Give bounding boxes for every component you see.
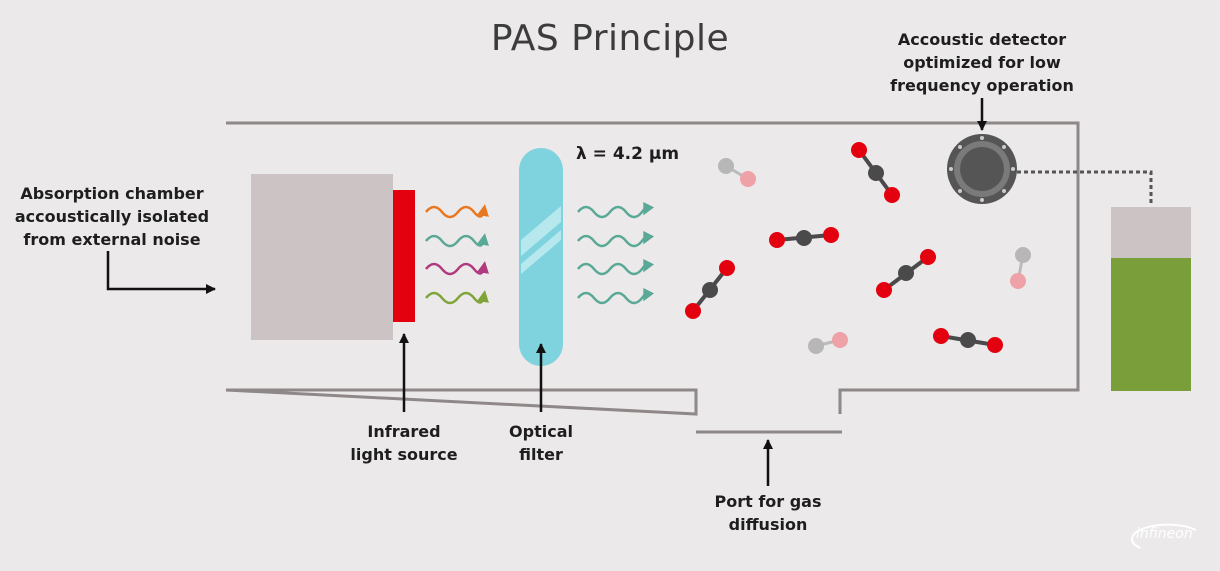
- diagram-title: PAS Principle: [490, 18, 730, 59]
- wave-teal: [425, 233, 489, 248]
- reservoir-level: [1111, 258, 1191, 391]
- acoustic-detector: [947, 134, 1017, 204]
- acoustic-detector-label: Accoustic detector optimized for low fre…: [890, 30, 1074, 95]
- filtered-wave-2: [577, 230, 655, 248]
- wave-orange: [425, 204, 489, 219]
- co2-molecule: [876, 249, 936, 298]
- wave-magenta: [425, 261, 489, 276]
- co2-molecule: [851, 142, 900, 203]
- infineon-logo: infineon: [1136, 526, 1193, 542]
- filtered-wave-3: [577, 258, 655, 276]
- co2-molecule: [769, 227, 839, 248]
- filtered-wave-1: [577, 201, 655, 219]
- infrared-source-label: Infrared light source: [350, 422, 458, 464]
- source-housing: [251, 174, 393, 340]
- wave-green: [425, 290, 489, 305]
- logo-arc: [1131, 523, 1197, 549]
- reservoir-top: [1111, 207, 1191, 258]
- gas-port-label: Port for gas diffusion: [714, 492, 822, 534]
- diatomic-molecule: [808, 332, 848, 354]
- co2-molecule: [685, 260, 735, 319]
- filter-highlight-2: [521, 230, 561, 274]
- filter-highlight: [521, 206, 561, 256]
- diatomic-molecule: [718, 158, 756, 187]
- wavelength-label: λ = 4.2 µm: [576, 144, 680, 164]
- filtered-wave-4: [577, 287, 655, 305]
- co2-molecule: [933, 328, 1003, 353]
- chamber-label-arrow: [106, 251, 216, 294]
- diatomic-molecule: [1010, 247, 1031, 289]
- optical-filter-label: Optical filter: [509, 422, 573, 464]
- ir-emitter: [393, 190, 415, 322]
- absorption-chamber-label: Absorption chamber accoustically isolate…: [14, 184, 210, 249]
- detector-signal-line: [1017, 170, 1153, 206]
- absorption-chamber-outline: [225, 121, 1080, 416]
